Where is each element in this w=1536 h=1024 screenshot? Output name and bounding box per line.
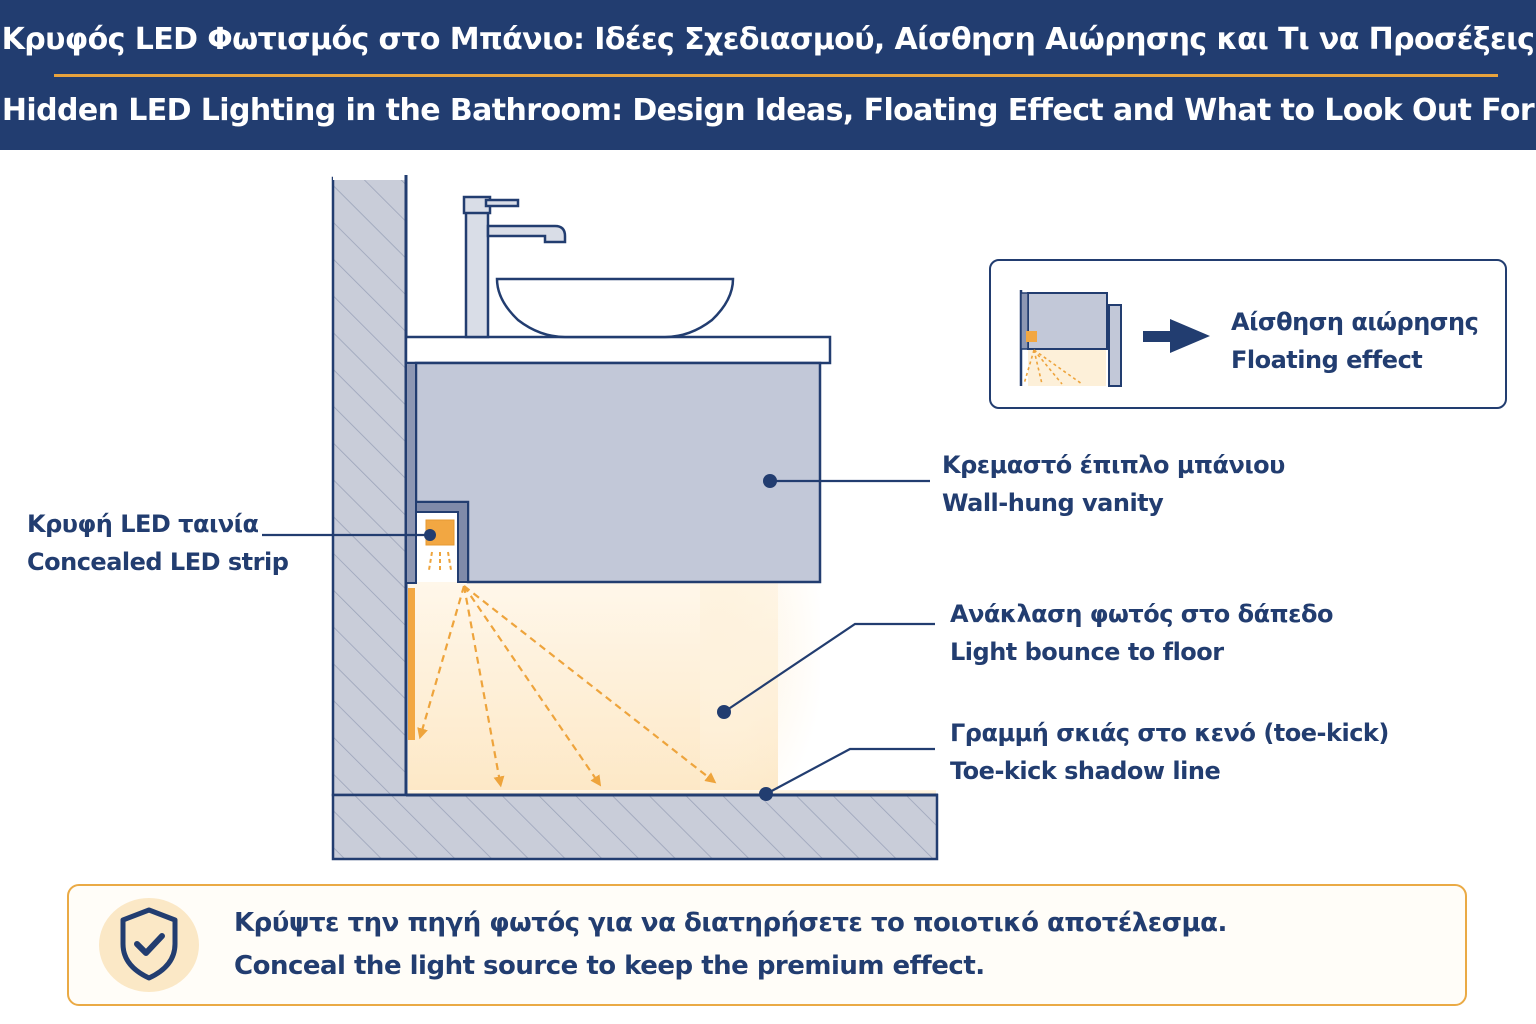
tip-note-text: Κρύψτε την πηγή φωτός για να διατηρήσετε… — [234, 902, 1227, 988]
dot-bounce — [717, 705, 731, 719]
light-ray-3 — [463, 585, 602, 787]
callout-shadow-english: Toe-kick shadow line — [950, 757, 1221, 785]
callout-bounce-english: Light bounce to floor — [950, 638, 1224, 666]
tip-note-box: Κρύψτε την πηγή φωτός για να διατηρήσετε… — [67, 884, 1467, 1006]
inset-mini-vanity — [1019, 290, 1122, 387]
callout-vanity-greek: Κρεμαστό έπιπλο μπάνιου — [942, 451, 1285, 479]
arrow-right-icon — [1143, 319, 1210, 353]
callout-vanity: Κρεμαστό έπιπλο μπάνιου Wall-hung vanity — [942, 446, 1285, 522]
faucet — [462, 195, 567, 339]
inset-label-greek: Αίσθηση αιώρησης — [1231, 308, 1479, 336]
callout-led-strip-english: Concealed LED strip — [27, 548, 289, 576]
callout-led-strip: Κρυφή LED ταινία Concealed LED strip — [27, 505, 289, 581]
inset-label-english: Floating effect — [1231, 346, 1423, 374]
dot-led — [424, 529, 436, 541]
light-rays — [417, 585, 717, 788]
vessel-basin — [495, 277, 735, 339]
wall-section — [331, 176, 408, 797]
floor-section — [331, 793, 939, 861]
dot-shadow — [759, 787, 773, 801]
wall-glow-strip — [408, 588, 415, 740]
vanity-cabinet — [414, 361, 822, 584]
callout-bounce-greek: Ανάκλαση φωτός στο δάπεδο — [950, 600, 1333, 628]
title-english: Hidden LED Lighting in the Bathroom: Des… — [1, 93, 1535, 128]
tip-note-english: Conceal the light source to keep the pre… — [234, 951, 985, 981]
title-greek: Κρυφός LED Φωτισμός στο Μπάνιο: Ιδέες Σχ… — [1, 22, 1535, 57]
dot-vanity — [763, 474, 777, 488]
callout-vanity-english: Wall-hung vanity — [942, 489, 1164, 517]
callout-shadow: Γραμμή σκιάς στο κενό (toe-kick) Toe-kic… — [950, 714, 1389, 790]
light-ray-4 — [463, 585, 717, 784]
inset-label: Αίσθηση αιώρησης Floating effect — [1231, 303, 1479, 379]
callout-led-strip-greek: Κρυφή LED ταινία — [27, 510, 259, 538]
shield-check-icon — [120, 907, 178, 981]
mounting-rail — [405, 362, 417, 584]
callout-bounce: Ανάκλαση φωτός στο δάπεδο Light bounce t… — [950, 595, 1333, 671]
leader-shadow — [765, 747, 935, 795]
header-divider — [54, 74, 1498, 77]
leader-bounce — [723, 622, 935, 713]
header-banner: Κρυφός LED Φωτισμός στο Μπάνιο: Ιδέες Σχ… — [0, 0, 1536, 150]
shield-icon-badge — [99, 898, 199, 992]
floating-effect-inset — [989, 259, 1507, 409]
led-recess-profile — [415, 501, 469, 583]
light-ray-1 — [417, 585, 466, 740]
countertop — [404, 335, 832, 365]
callout-shadow-greek: Γραμμή σκιάς στο κενό (toe-kick) — [950, 719, 1389, 747]
tip-note-greek: Κρύψτε την πηγή φωτός για να διατηρήσετε… — [234, 908, 1227, 938]
light-ray-2 — [462, 585, 505, 788]
